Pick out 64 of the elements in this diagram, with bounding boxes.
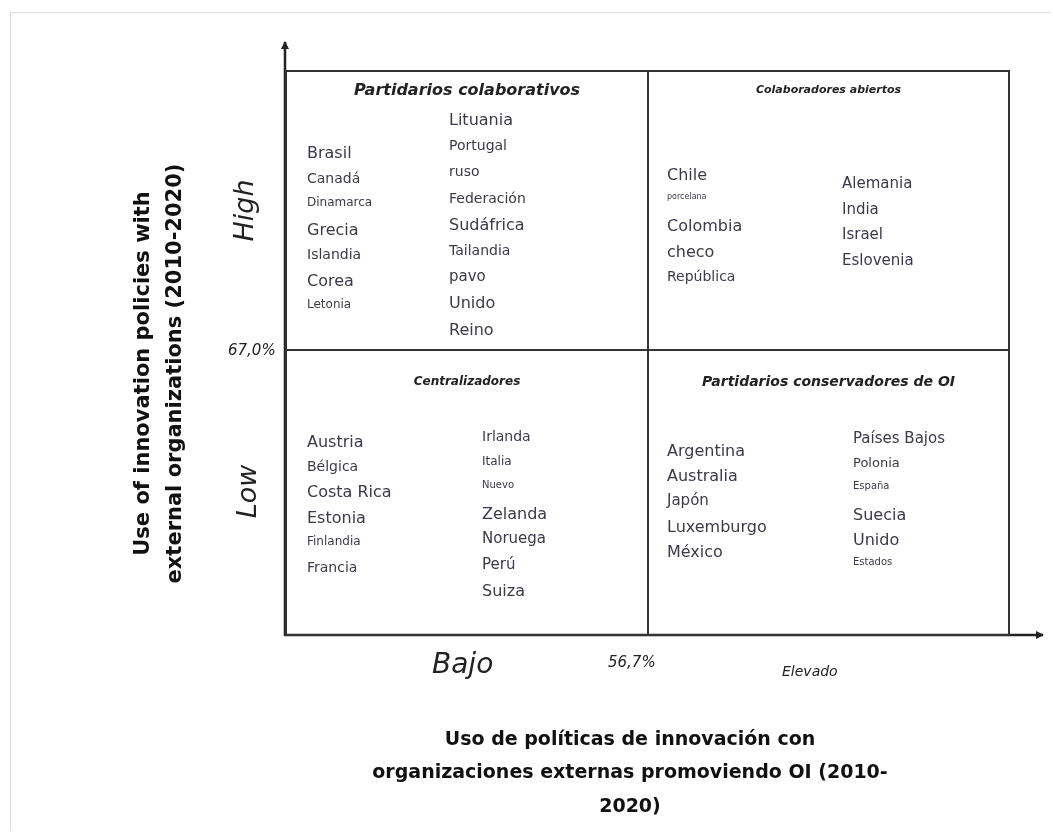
country-name: Tailandia [449,243,511,257]
country-name: Islandia [307,247,362,261]
country-name: México [667,543,723,560]
threshold-value: 56,7% [608,655,656,670]
country-name: España [853,481,890,492]
country-name: Luxemburgo [667,518,767,535]
country-name: Estonia [307,509,366,526]
country-name: Israel [842,227,883,242]
quadrant-box [647,70,1010,351]
country-name: República [667,269,736,283]
country-name: Polonia [853,456,900,470]
quadrant-title: Partidarios conservadores de OI [700,374,957,388]
country-name: pavo [449,269,486,285]
country-name: Unido [449,295,496,312]
x-axis-title: Uso de políticas de innovación con organizaciones externas promoviendo OI (2010-2020) [371,726,889,818]
country-name: Italia [482,454,512,467]
country-name: Bélgica [307,459,359,474]
country-name: Grecia [307,221,359,238]
country-name: Países Bajos [853,431,945,446]
country-name: Eslovenia [842,252,914,268]
country-name: Unido [853,531,900,548]
threshold-value: 67,0% [228,343,276,358]
country-name: Chile [667,167,708,183]
quadrant-title: Partidarios colaborativos [352,82,582,98]
country-name: Brasil [307,145,352,161]
axis-level-label: High [229,179,257,242]
quadrant-title: Centralizadores [412,375,522,387]
country-name: Estados [853,557,893,567]
country-name: Corea [307,272,354,289]
country-name: Sudáfrica [449,216,525,233]
country-name: India [842,201,879,217]
country-name: ruso [449,164,480,179]
quadrant-box [285,70,649,351]
country-name: Zelanda [482,505,548,522]
country-name: Canadá [307,170,361,185]
country-name: Austria [307,434,364,450]
country-name: Japón [667,493,709,509]
country-name: Reino [449,321,494,338]
country-name: Federación [449,190,526,205]
y-axis-title: Use of innovation policies with external organizations (2010-2020) [128,162,186,586]
quadrant-title: Colaboradores abiertos [754,84,903,95]
country-name: Alemania [842,176,913,191]
country-name: Dinamarca [307,196,373,208]
country-name: Australia [667,468,738,485]
country-name: Colombia [667,218,743,234]
country-name: Lituania [449,112,513,128]
country-name: Irlanda [482,429,531,443]
country-name: Francia [307,560,358,574]
country-name: Suiza [482,582,525,599]
country-name: Noruega [482,531,546,547]
country-name: Suecia [853,506,907,523]
country-name: Finlandia [307,534,361,547]
axis-level-label: Low [233,464,261,519]
country-name: Argentina [667,443,746,459]
country-name: Costa Rica [307,484,392,501]
country-name: Nuevo [482,480,514,491]
axis-level-label: Elevado [782,664,838,678]
quadrant-box [285,349,649,636]
country-name: Perú [482,557,516,572]
country-name: Letonia [307,298,352,310]
quadrant-box [647,349,1010,636]
country-name: porcelana [667,192,707,201]
country-name: Portugal [449,138,507,153]
country-name: checo [667,243,715,260]
